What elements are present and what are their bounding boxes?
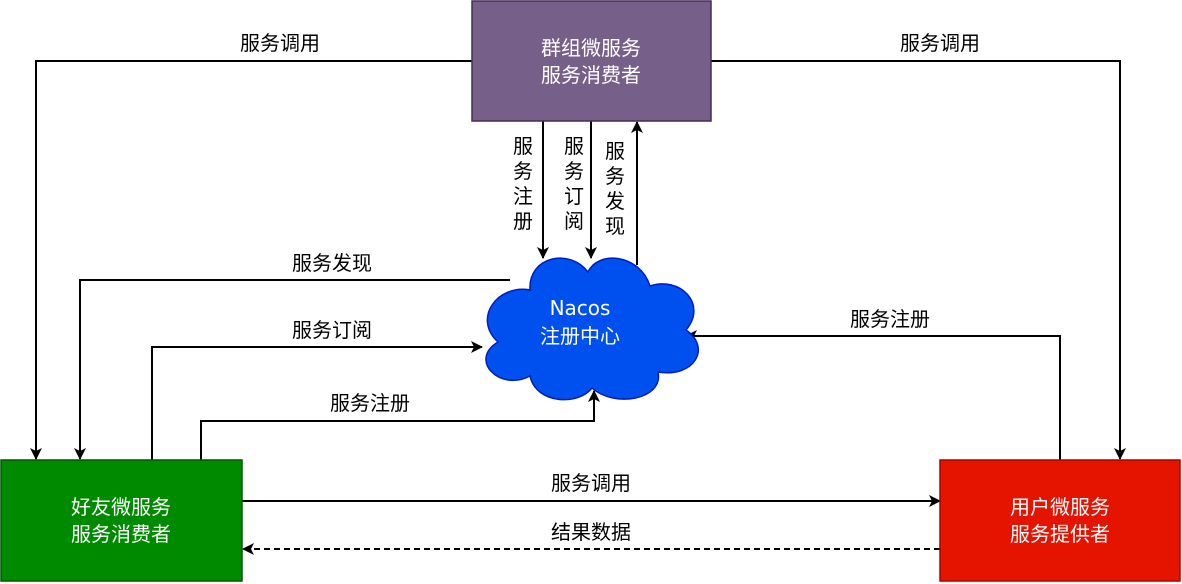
edge-label-group-subscribe-2: 务 <box>564 159 584 183</box>
edge-friend-to-user-call: 服务调用 <box>242 471 941 507</box>
edge-label-friend-discover: 服务发现 <box>292 251 372 275</box>
node-group-service-role: 服务消费者 <box>541 63 641 87</box>
node-nacos-title: Nacos <box>550 296 611 320</box>
edge-label-friend-subscribe: 服务订阅 <box>292 318 372 342</box>
node-user-service-role: 服务提供者 <box>1010 522 1110 546</box>
edge-group-subscribe: 服 务 订 阅 <box>564 121 597 259</box>
edge-label-user-to-friend-result: 结果数据 <box>551 520 631 544</box>
edge-user-to-friend-result: 结果数据 <box>242 520 940 555</box>
node-friend-service-role: 服务消费者 <box>71 522 171 546</box>
edge-label-group-subscribe-3: 订 <box>564 184 584 208</box>
edge-label-group-discover-3: 发 <box>605 189 625 213</box>
edge-friend-discover: 服务发现 <box>74 251 510 460</box>
edge-group-register: 服 务 注 册 <box>513 121 549 259</box>
edge-label-friend-to-user-call: 服务调用 <box>551 471 631 495</box>
edge-label-group-register-4: 册 <box>513 209 533 233</box>
edge-label-group-subscribe-4: 阅 <box>564 209 584 233</box>
edge-label-group-subscribe-1: 服 <box>564 134 584 158</box>
edge-label-group-register-3: 注 <box>513 184 533 208</box>
edge-friend-register: 服务注册 <box>200 390 600 460</box>
node-friend-service-title: 好友微服务 <box>71 495 171 519</box>
node-group-service-title: 群组微服务 <box>541 36 641 60</box>
edge-label-friend-register: 服务注册 <box>330 391 410 415</box>
edge-group-to-friend-call: 服务调用 <box>30 31 472 460</box>
node-nacos-subtitle: 注册中心 <box>540 324 620 348</box>
edge-label-group-discover-1: 服 <box>605 139 625 163</box>
edge-group-to-user-call: 服务调用 <box>711 31 1126 460</box>
edge-user-register: 服务注册 <box>685 307 1061 460</box>
edge-label-user-register: 服务注册 <box>850 307 930 331</box>
edge-label-group-discover-2: 务 <box>605 164 625 188</box>
edge-label-group-to-friend-call: 服务调用 <box>240 31 320 55</box>
node-user-service-title: 用户微服务 <box>1010 495 1110 519</box>
edge-label-group-discover-4: 现 <box>605 214 625 238</box>
edge-label-group-register-1: 服 <box>513 134 533 158</box>
node-nacos: Nacos 注册中心 <box>485 257 699 401</box>
edge-label-group-to-user-call: 服务调用 <box>900 31 980 55</box>
edge-friend-subscribe: 服务订阅 <box>151 318 483 460</box>
nacos-cloud-shape <box>485 257 699 401</box>
edge-label-group-register-2: 务 <box>513 159 533 183</box>
node-user-service: 用户微服务 服务提供者 <box>939 459 1181 582</box>
node-group-service: 群组微服务 服务消费者 <box>471 0 712 122</box>
edge-group-discover: 服 务 发 现 <box>605 121 643 265</box>
node-friend-service: 好友微服务 服务消费者 <box>0 459 243 582</box>
